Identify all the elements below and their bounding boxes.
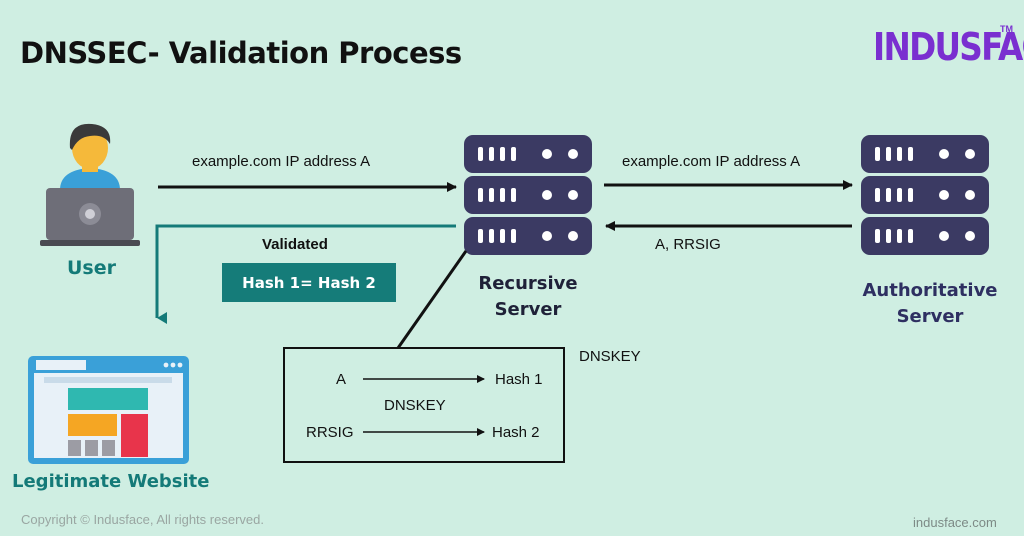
authoritative-to-recursive-label: A, RRSIG (655, 236, 721, 253)
user-icon (40, 123, 140, 246)
user-label: User (67, 257, 116, 279)
recursive-server-label: Recursive Server (468, 271, 588, 323)
record-rrsig: RRSIG (306, 424, 354, 441)
authoritative-server-icon (861, 135, 989, 255)
validation-box (283, 347, 565, 463)
hash-2: Hash 2 (492, 424, 540, 441)
recursive-server-label-line2: Server (494, 299, 562, 320)
site-url: indusface.com (913, 515, 997, 530)
authoritative-server-label: Authoritative Server (855, 278, 1005, 330)
recursive-server-icon (464, 135, 592, 255)
dnskey-middle: DNSKEY (384, 397, 446, 414)
recursive-to-authoritative-label: example.com IP address A (622, 153, 801, 170)
authoritative-server-label-line2: Server (896, 306, 964, 327)
hash-match-badge: Hash 1= Hash 2 (222, 263, 396, 302)
recursive-to-website-arrow (155, 224, 456, 324)
record-a: A (336, 371, 347, 388)
trademark-mark: TM (1000, 24, 1013, 34)
recursive-server-label-line1: Recursive (478, 273, 578, 294)
copyright-text: Copyright © Indusface, All rights reserv… (21, 512, 264, 527)
authoritative-server-label-line1: Authoritative (862, 280, 998, 301)
validation-connector-line (396, 250, 468, 349)
dnskey-header: DNSKEY (579, 348, 641, 365)
hash-1: Hash 1 (495, 371, 543, 388)
brand-logo: INDUSFACE (873, 25, 1024, 69)
user-to-recursive-label: example.com IP address A (192, 153, 371, 170)
page-title: DNSSEC- Validation Process (20, 36, 462, 70)
validated-label: Validated (262, 236, 328, 253)
legitimate-website-label: Legitimate Website (12, 471, 210, 492)
website-icon (28, 356, 189, 464)
